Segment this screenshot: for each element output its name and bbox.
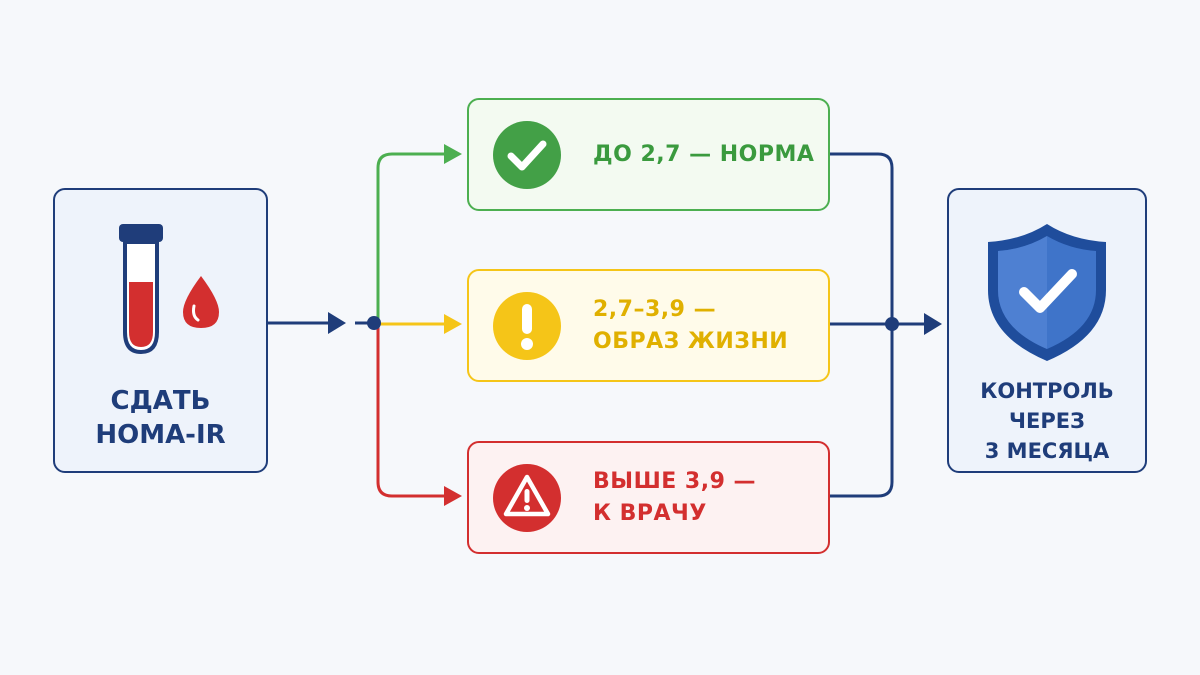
outcome-label-doctor: ВЫШЕ 3,9 — К ВРАЧУ [593,468,757,526]
connector-merge-top [830,152,894,324]
connector-red [376,326,446,498]
outcome-normal: ДО 2,7 — НОРМА [467,98,830,211]
warning-triangle-icon [493,463,561,532]
arrowhead-start [328,312,346,334]
start-box: СДАТЬ HOMA-IR [53,188,268,473]
junction-dot-split [367,316,381,330]
arrowhead-red [444,486,462,506]
end-box: КОНТРОЛЬ ЧЕРЕЗ 3 МЕСЯЦА [947,188,1147,473]
outcome-doctor: ВЫШЕ 3,9 — К ВРАЧУ [467,441,830,554]
outcome-lifestyle: 2,7–3,9 — ОБРАЗ ЖИЗНИ [467,269,830,382]
arrowhead-end [924,313,942,335]
arrowhead-green [444,144,462,164]
check-circle-icon [493,120,561,189]
outcome-label-lifestyle: 2,7–3,9 — ОБРАЗ ЖИЗНИ [593,296,789,354]
junction-dot-merge [885,317,899,331]
outcome-label-normal: ДО 2,7 — НОРМА [593,141,815,167]
connector-merge-bottom [830,324,894,498]
test-tube-with-blood-drop-icon [119,224,219,355]
start-label: СДАТЬ HOMA-IR [95,386,226,450]
end-label: КОНТРОЛЬ ЧЕРЕЗ 3 МЕСЯЦА [980,379,1114,463]
connector-green [376,152,446,323]
shield-check-icon [988,224,1106,361]
arrowhead-yellow [444,314,462,334]
exclamation-circle-icon [493,291,561,360]
